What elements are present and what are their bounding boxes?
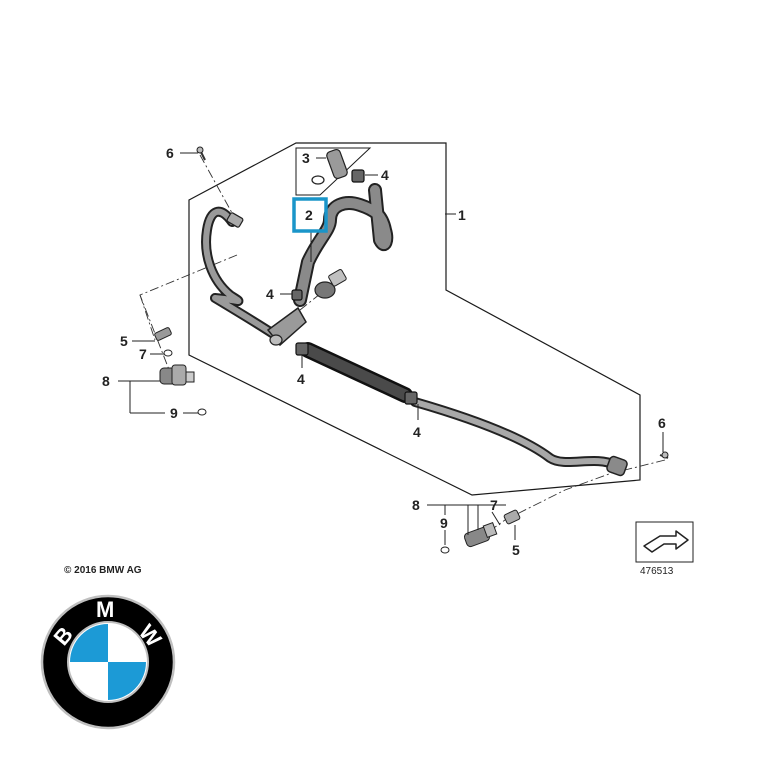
- callout-6-right: 6: [658, 415, 666, 431]
- callout-9-right: 9: [440, 515, 448, 531]
- callout-7-left: 7: [139, 346, 147, 362]
- callout-4-mid: 4: [266, 286, 274, 302]
- callout-4-right: 4: [413, 424, 421, 440]
- callout-1: 1: [458, 207, 466, 223]
- callout-7-right: 7: [490, 497, 498, 513]
- callout-8-left: 8: [102, 373, 110, 389]
- callout-8-right: 8: [412, 497, 420, 513]
- injector-left: [154, 327, 207, 416]
- callout-2: 2: [305, 207, 313, 223]
- bolt-part6-right: [659, 451, 669, 459]
- hose-upper: [293, 183, 394, 307]
- callout-5-right: 5: [512, 542, 520, 558]
- assembly-outline: [188, 142, 641, 496]
- hose-clamps: [291, 169, 418, 405]
- highlight-box-part2: [292, 197, 328, 233]
- callout-9-left: 9: [170, 405, 178, 421]
- center-lines: [139, 154, 666, 546]
- callout-4-top: 4: [381, 167, 389, 183]
- hose-main: [300, 342, 413, 403]
- injector-right: [440, 509, 521, 554]
- callout-6-left: 6: [166, 145, 174, 161]
- bmw-logo: B M W: [40, 594, 176, 730]
- orientation-arrow-icon: [635, 521, 694, 563]
- connector-part3: [311, 148, 348, 185]
- callout-5-left: 5: [120, 333, 128, 349]
- callout-4-lower: 4: [297, 371, 305, 387]
- leader-lines: [118, 152, 664, 545]
- diagram-number: 476513: [640, 566, 674, 577]
- copyright-text: © 2016 BMW AG: [64, 565, 142, 576]
- sub-assembly-outline: [295, 147, 372, 196]
- bolt-part6-left: [196, 146, 206, 161]
- valve-connector: [314, 269, 347, 299]
- hose-left: [201, 206, 280, 340]
- hose-right: [410, 397, 628, 477]
- t-junction: [266, 306, 307, 347]
- bracket-left: [226, 212, 244, 228]
- callout-3: 3: [302, 150, 310, 166]
- svg-text:M: M: [96, 597, 114, 622]
- callout-numbers: 1 2 3 4 4 4 4 5 5 6 6 7 7 8 8 9 9: [102, 145, 666, 558]
